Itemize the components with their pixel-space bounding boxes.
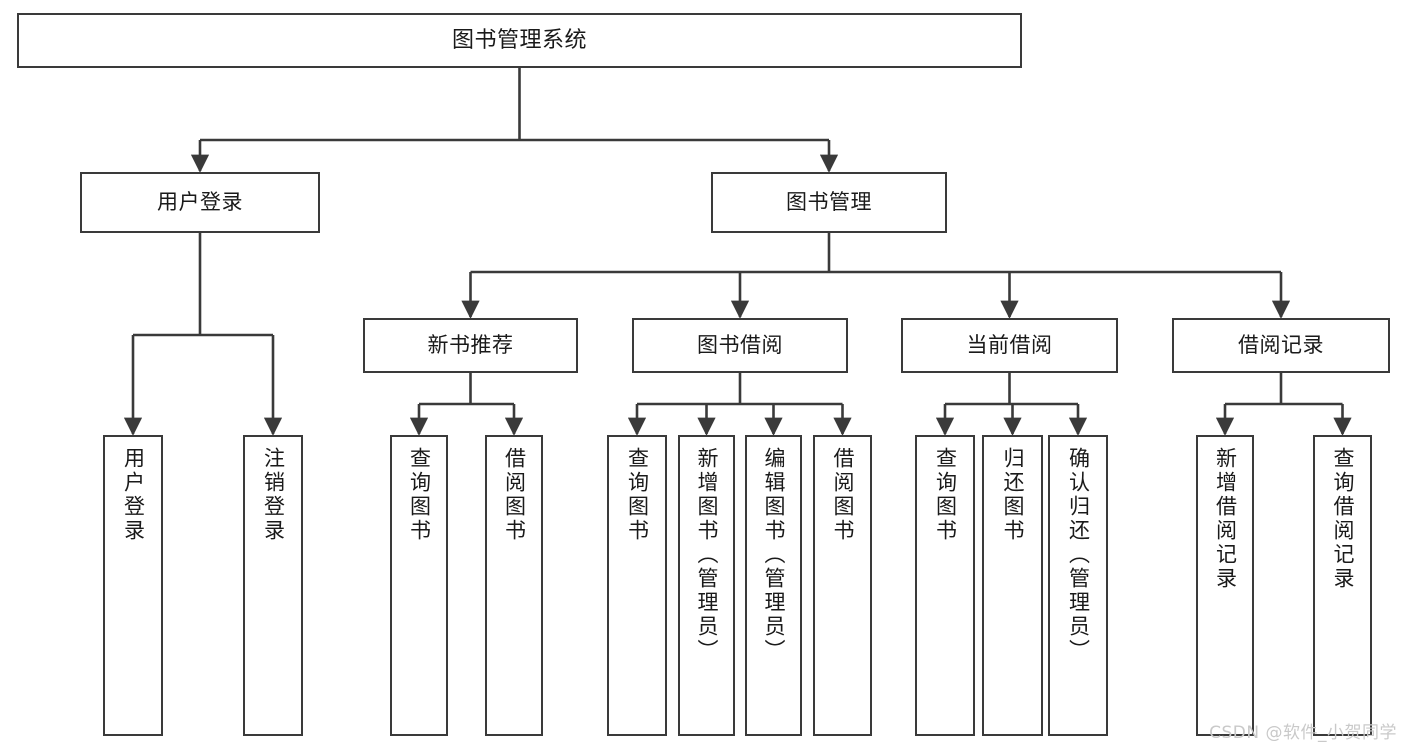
node-current[interactable]: 当前借阅	[901, 318, 1118, 373]
watermark: CSDN @软件_小贺同学	[1209, 723, 1397, 743]
node-label: 借阅图书	[502, 447, 527, 543]
node-l-query3[interactable]: 查询图书	[915, 435, 975, 736]
node-root[interactable]: 图书管理系统	[17, 13, 1022, 68]
node-label: 查询图书	[933, 447, 958, 543]
node-l-confirm[interactable]: 确认归还（管理员）	[1048, 435, 1108, 736]
node-label: 图书管理	[786, 190, 872, 215]
node-label: 查询借阅记录	[1331, 447, 1355, 591]
node-l-edit[interactable]: 编辑图书（管理员）	[745, 435, 802, 736]
node-l-query2[interactable]: 查询图书	[607, 435, 667, 736]
node-bookmgmt[interactable]: 图书管理	[711, 172, 947, 233]
node-label: 借阅图书	[831, 447, 855, 543]
node-newbook[interactable]: 新书推荐	[363, 318, 578, 373]
node-l-return[interactable]: 归还图书	[982, 435, 1043, 736]
node-label: 借阅记录	[1238, 333, 1324, 358]
node-label: 用户登录	[157, 190, 243, 215]
node-l-borrow1[interactable]: 借阅图书	[485, 435, 543, 736]
node-l-query1[interactable]: 查询图书	[390, 435, 448, 736]
node-label: 查询图书	[625, 447, 650, 543]
node-l-addrec[interactable]: 新增借阅记录	[1196, 435, 1254, 736]
node-label: 编辑图书（管理员）	[762, 447, 786, 663]
node-l-login[interactable]: 用户登录	[103, 435, 163, 736]
node-label: 用户登录	[121, 447, 146, 543]
node-l-borrow2[interactable]: 借阅图书	[813, 435, 872, 736]
node-label: 新增图书（管理员）	[695, 447, 719, 663]
node-label: 图书管理系统	[451, 27, 587, 53]
node-label: 归还图书	[1001, 447, 1025, 543]
node-borrow[interactable]: 图书借阅	[632, 318, 848, 373]
node-label: 新增借阅记录	[1213, 447, 1238, 591]
node-label: 图书借阅	[697, 333, 783, 358]
node-label: 注销登录	[261, 447, 286, 543]
node-login[interactable]: 用户登录	[80, 172, 320, 233]
node-l-logout[interactable]: 注销登录	[243, 435, 303, 736]
node-label: 当前借阅	[966, 333, 1053, 358]
node-records[interactable]: 借阅记录	[1172, 318, 1390, 373]
node-l-add[interactable]: 新增图书（管理员）	[678, 435, 735, 736]
node-label: 确认归还（管理员）	[1066, 447, 1091, 663]
node-label: 新书推荐	[427, 333, 514, 358]
node-label: 查询图书	[407, 447, 432, 543]
node-l-queryrec[interactable]: 查询借阅记录	[1313, 435, 1372, 736]
